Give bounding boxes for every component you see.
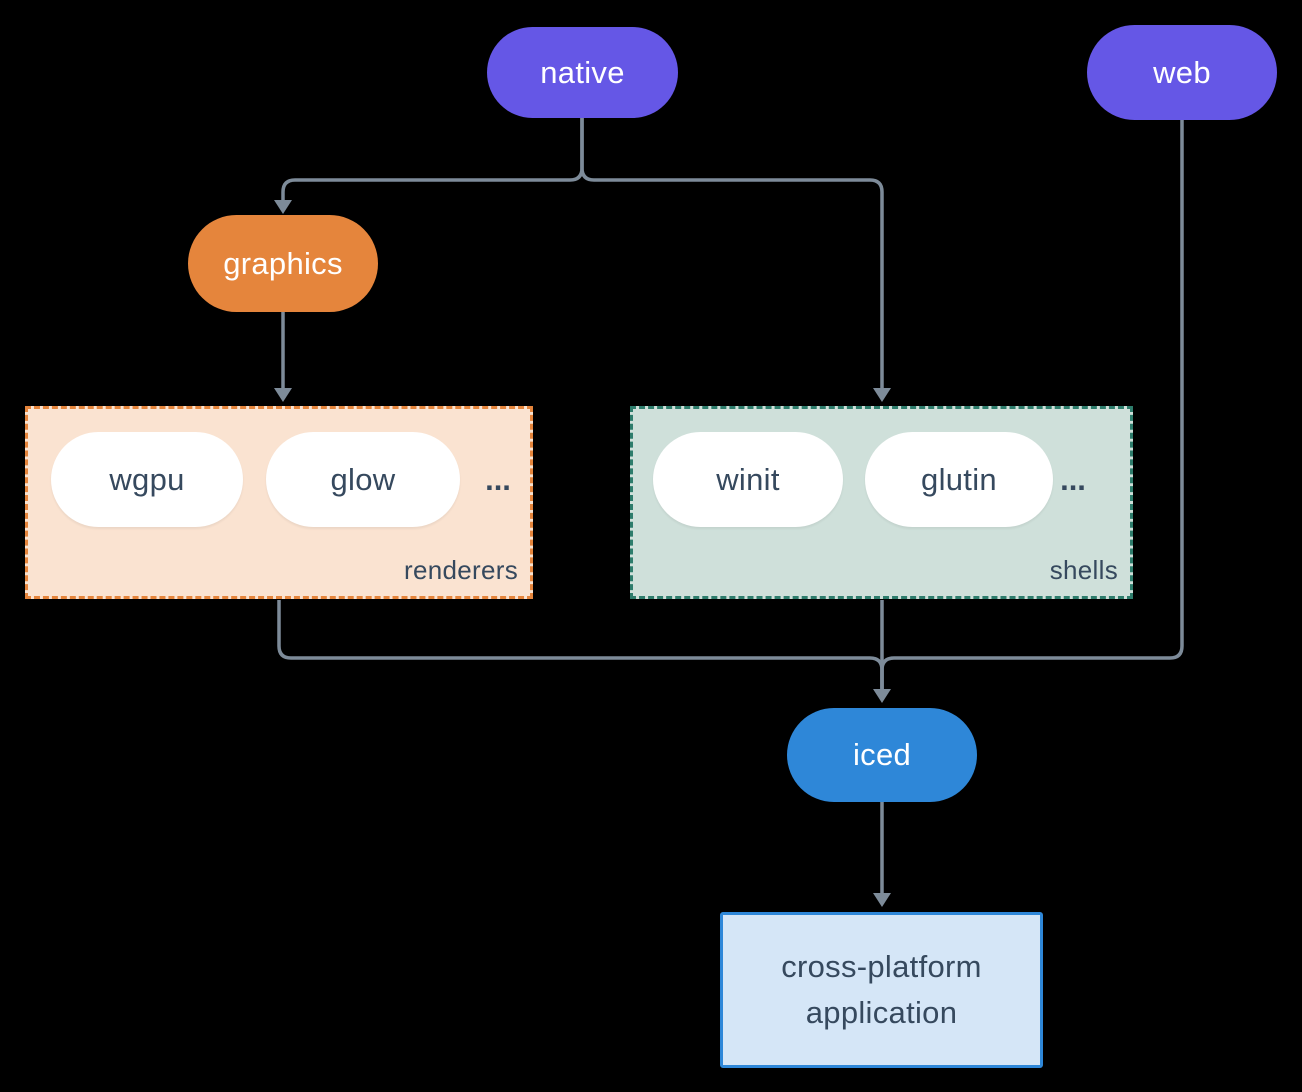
arrowhead-iced — [873, 689, 891, 703]
node-glow-label: glow — [330, 461, 396, 497]
node-native: native — [487, 27, 678, 118]
node-iced: iced — [787, 708, 977, 802]
arrowhead-application — [873, 893, 891, 907]
node-winit: winit — [653, 432, 843, 527]
arrowhead-shells — [873, 388, 891, 402]
edge-web-iced — [880, 120, 1184, 689]
arrowhead-graphics — [274, 200, 292, 214]
node-graphics-label: graphics — [223, 245, 343, 281]
node-web: web — [1087, 25, 1277, 120]
node-cross-platform-application: cross-platform application — [720, 912, 1043, 1068]
arrowhead-renderers — [274, 388, 292, 402]
node-cross-platform-application-label: cross-platform application — [781, 949, 982, 1030]
node-wgpu-label: wgpu — [109, 461, 185, 497]
node-wgpu: wgpu — [51, 432, 243, 527]
renderers-ellipsis: ... — [485, 461, 511, 497]
edge-native-graphics — [281, 118, 584, 200]
node-iced-label: iced — [852, 737, 912, 772]
group-shells-label: shells — [1049, 555, 1118, 585]
node-glutin-label: glutin — [921, 461, 997, 497]
group-renderers: wgpu glow ... renderers — [25, 406, 533, 599]
node-glow: glow — [266, 432, 460, 527]
edge-native-shells — [580, 118, 884, 388]
node-web-label: web — [1153, 54, 1211, 90]
node-glutin: glutin — [865, 432, 1053, 527]
group-shells: winit glutin ... shells — [630, 406, 1133, 599]
node-native-label: native — [540, 54, 625, 90]
node-winit-label: winit — [716, 461, 780, 497]
edge-renderers-iced — [277, 600, 884, 689]
group-renderers-label: renderers — [404, 555, 518, 585]
node-graphics: graphics — [188, 215, 378, 312]
